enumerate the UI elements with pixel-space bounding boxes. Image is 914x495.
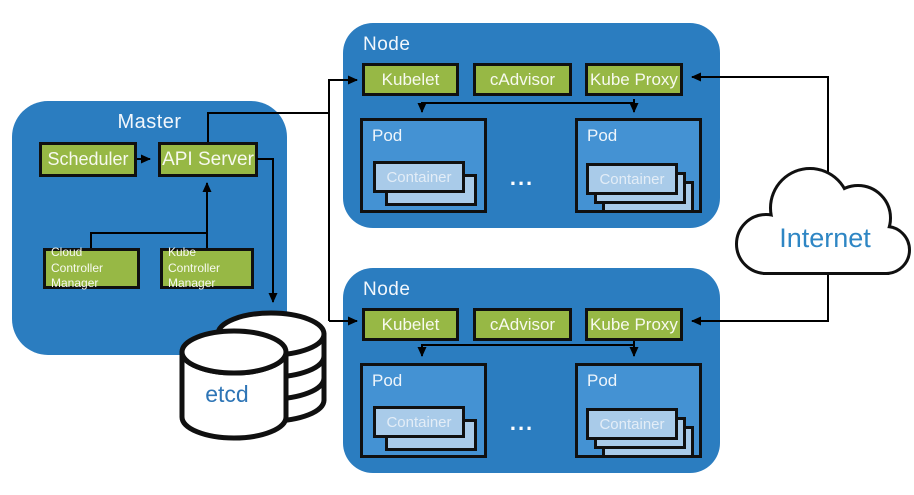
- pods-ellipsis: ...: [509, 165, 535, 190]
- pod-box: Pod Container: [360, 118, 487, 213]
- node-block-1: Node Kubelet cAdvisor Kube Proxy Pod Con…: [343, 23, 720, 228]
- etcd-label: etcd: [205, 381, 248, 407]
- pod-box: Pod Container: [575, 363, 702, 458]
- master-title: Master: [117, 111, 182, 133]
- scheduler-box: Scheduler: [39, 142, 137, 177]
- cadvisor-box: cAdvisor: [473, 308, 572, 341]
- container-box: Container: [586, 163, 678, 195]
- pod-label: Pod: [372, 371, 403, 390]
- kubelet-box: Kubelet: [362, 63, 459, 96]
- container-box: Container: [373, 161, 465, 193]
- pod-label: Pod: [587, 371, 618, 390]
- container-box: Container: [373, 406, 465, 438]
- etcd-cylinder-icon: etcd: [179, 310, 327, 441]
- master-block: Master Scheduler API Server Cloud Contro…: [12, 101, 287, 355]
- kubelet-box: Kubelet: [362, 308, 459, 341]
- kube-proxy-box: Kube Proxy: [585, 63, 683, 96]
- cadvisor-box: cAdvisor: [473, 63, 572, 96]
- pods-ellipsis: ...: [509, 410, 535, 435]
- pod-label: Pod: [372, 126, 403, 145]
- node-title: Node: [363, 34, 411, 55]
- container-box: Container: [586, 408, 678, 440]
- cloud-controller-manager-box: Cloud Controller Manager: [43, 245, 140, 290]
- kube-proxy-box: Kube Proxy: [585, 308, 683, 341]
- pod-box: Pod Container: [575, 118, 702, 213]
- kube-controller-manager-box: Kube Controller Manager: [160, 245, 254, 290]
- internet-cloud-icon: Internet: [735, 167, 911, 275]
- node-block-2: Node Kubelet cAdvisor Kube Proxy Pod Con…: [343, 268, 720, 473]
- pod-label: Pod: [587, 126, 618, 145]
- node-title: Node: [363, 279, 411, 300]
- api-server-box: API Server: [158, 142, 258, 177]
- internet-label: Internet: [779, 223, 871, 253]
- pod-box: Pod Container: [360, 363, 487, 458]
